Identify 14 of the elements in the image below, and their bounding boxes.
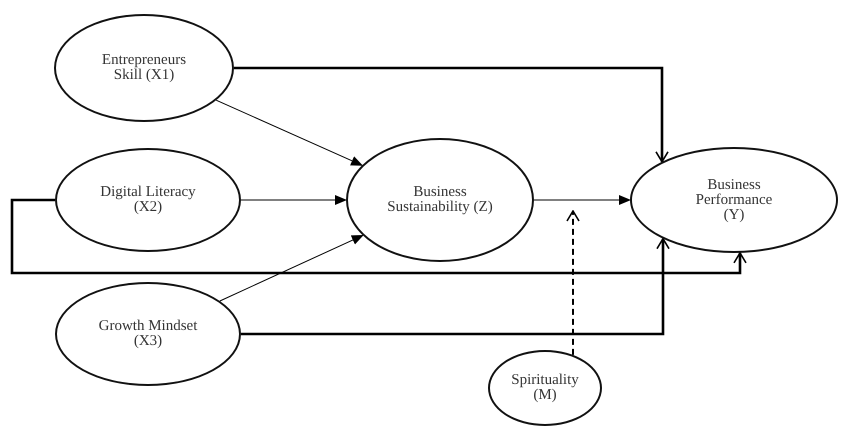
arrow [219,234,364,302]
variable-label: Growth Mindset (X3) [98,319,198,349]
arrow [534,195,631,205]
arrow [241,238,670,336]
variable-label: Spirituality (M) [510,373,580,403]
variable-label: Digital Literacy (X2) [99,185,197,215]
arrow [10,198,747,274]
variable-label: Business Sustainability (Z) [386,185,494,215]
variable-label: Business Performance (Y) [694,178,774,222]
arrow [234,66,669,163]
arrow [216,100,364,166]
arrow [240,195,347,205]
arrow [566,210,580,355]
variable-label: Entrepreneurs Skill (X1) [100,53,188,83]
